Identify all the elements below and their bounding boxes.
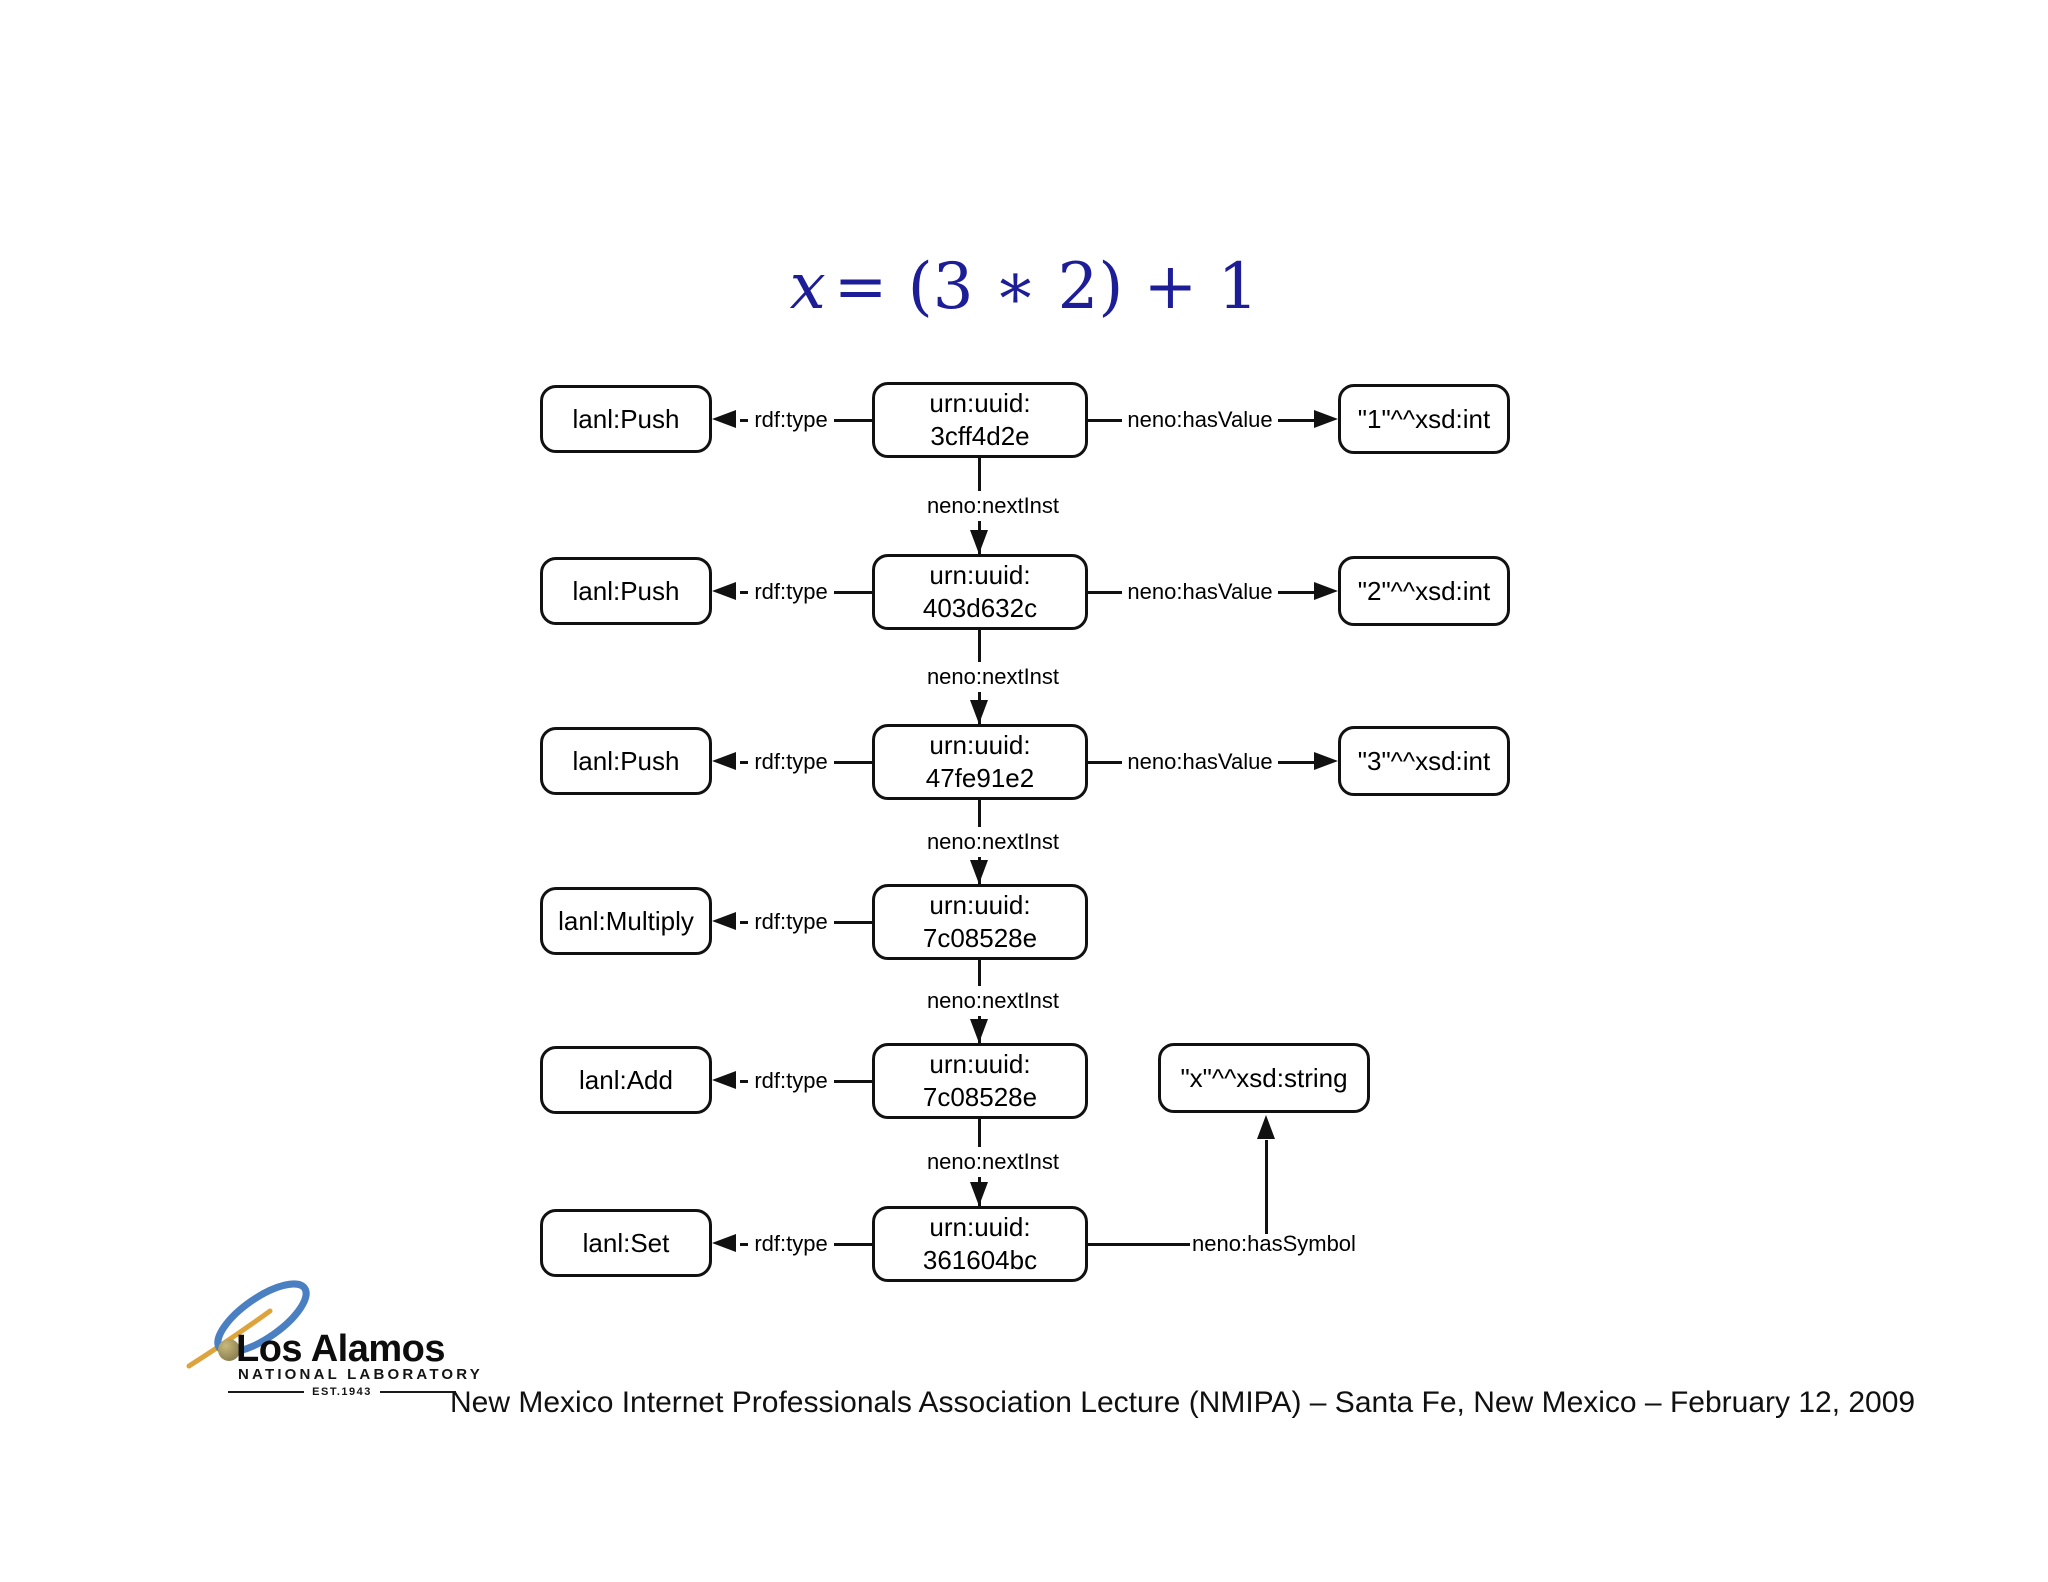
arrowhead-left-icon-5 — [712, 1234, 736, 1252]
has-value-label-2: neno:hasValue — [1122, 747, 1278, 777]
class-node-push-2: lanl:Push — [540, 557, 712, 625]
class-node-add: lanl:Add — [540, 1046, 712, 1114]
edge-has-symbol-line — [1088, 1243, 1190, 1246]
rdf-type-label-3: rdf:type — [748, 907, 834, 937]
next-inst-label-2: neno:nextInst — [920, 827, 1066, 857]
instance-uri-scheme: urn:uuid: — [929, 560, 1031, 590]
arrowhead-down-icon-4 — [970, 1182, 988, 1206]
footer-caption: New Mexico Internet Professionals Associ… — [450, 1386, 1916, 1419]
instance-node-7c08528e-multiply: urn:uuid: 7c08528e — [872, 884, 1088, 960]
arrowhead-right-icon-0 — [1314, 410, 1338, 428]
next-inst-label-4: neno:nextInst — [920, 1147, 1066, 1177]
logo-established: EST.1943 — [312, 1386, 372, 1398]
instance-uri-id: 7c08528e — [922, 923, 1038, 953]
next-inst-label-3: neno:nextInst — [920, 986, 1066, 1016]
arrowhead-left-icon-0 — [712, 410, 736, 428]
arrowhead-right-icon-1 — [1314, 582, 1338, 600]
arrowhead-down-icon-0 — [970, 530, 988, 554]
rdf-type-label-5: rdf:type — [748, 1229, 834, 1259]
value-node-3: "3"^^xsd:int — [1338, 726, 1510, 796]
class-node-push-3: lanl:Push — [540, 727, 712, 795]
rdf-type-label-1: rdf:type — [748, 577, 834, 607]
edge-has-symbol-vline — [1265, 1140, 1268, 1234]
instance-node-47fe91e2: urn:uuid: 47fe91e2 — [872, 724, 1088, 800]
instance-uri-id: 47fe91e2 — [925, 763, 1035, 793]
instance-node-3cff4d2e: urn:uuid: 3cff4d2e — [872, 382, 1088, 458]
arrowhead-left-icon-2 — [712, 752, 736, 770]
logo-wordmark: Los Alamos — [236, 1328, 445, 1370]
arrowhead-left-icon-1 — [712, 582, 736, 600]
next-inst-label-1: neno:nextInst — [920, 662, 1066, 692]
instance-uri-scheme: urn:uuid: — [929, 1049, 1031, 1079]
value-node-1: "1"^^xsd:int — [1338, 384, 1510, 454]
instance-uri-id: 361604bc — [922, 1245, 1038, 1275]
lanl-atom-logo-icon — [186, 1280, 310, 1369]
has-value-label-1: neno:hasValue — [1122, 577, 1278, 607]
instance-uri-id: 3cff4d2e — [930, 421, 1030, 451]
instance-uri-scheme: urn:uuid: — [929, 730, 1031, 760]
has-value-label-0: neno:hasValue — [1122, 405, 1278, 435]
arrowhead-down-icon-1 — [970, 700, 988, 724]
symbol-node-x: "x"^^xsd:string — [1158, 1043, 1370, 1113]
logo-rule-left — [228, 1391, 305, 1393]
rdf-type-label-0: rdf:type — [748, 405, 834, 435]
arrowhead-down-icon-2 — [970, 860, 988, 884]
arrowhead-up-icon — [1257, 1115, 1275, 1139]
instance-node-7c08528e-add: urn:uuid: 7c08528e — [872, 1043, 1088, 1119]
logo-subtitle: NATIONAL LABORATORY — [238, 1366, 483, 1383]
equation-expression: = (3 ∗ 2) + 1 — [833, 250, 1259, 324]
arrowhead-left-icon-3 — [712, 912, 736, 930]
instance-node-361604bc: urn:uuid: 361604bc — [872, 1206, 1088, 1282]
value-node-2: "2"^^xsd:int — [1338, 556, 1510, 626]
arrowhead-left-icon-4 — [712, 1071, 736, 1089]
logo-rule-right — [379, 1391, 457, 1393]
has-symbol-label: neno:hasSymbol — [1192, 1229, 1356, 1259]
logo-established-row: EST.1943 — [228, 1386, 457, 1398]
rdf-type-label-2: rdf:type — [748, 747, 834, 777]
instance-uri-scheme: urn:uuid: — [929, 388, 1031, 418]
instance-uri-scheme: urn:uuid: — [929, 1212, 1031, 1242]
arrowhead-down-icon-3 — [970, 1019, 988, 1043]
instance-uri-id: 403d632c — [922, 593, 1038, 623]
instance-node-403d632c: urn:uuid: 403d632c — [872, 554, 1088, 630]
class-node-multiply: lanl:Multiply — [540, 887, 712, 955]
instance-uri-scheme: urn:uuid: — [929, 890, 1031, 920]
arrowhead-right-icon-2 — [1314, 752, 1338, 770]
class-node-set: lanl:Set — [540, 1209, 712, 1277]
equation-title: x= (3 ∗ 2) + 1 — [0, 244, 2048, 330]
class-node-push-1: lanl:Push — [540, 385, 712, 453]
instance-uri-id: 7c08528e — [922, 1082, 1038, 1112]
rdf-type-label-4: rdf:type — [748, 1066, 834, 1096]
equation-variable: x — [789, 250, 826, 324]
next-inst-label-0: neno:nextInst — [920, 491, 1066, 521]
